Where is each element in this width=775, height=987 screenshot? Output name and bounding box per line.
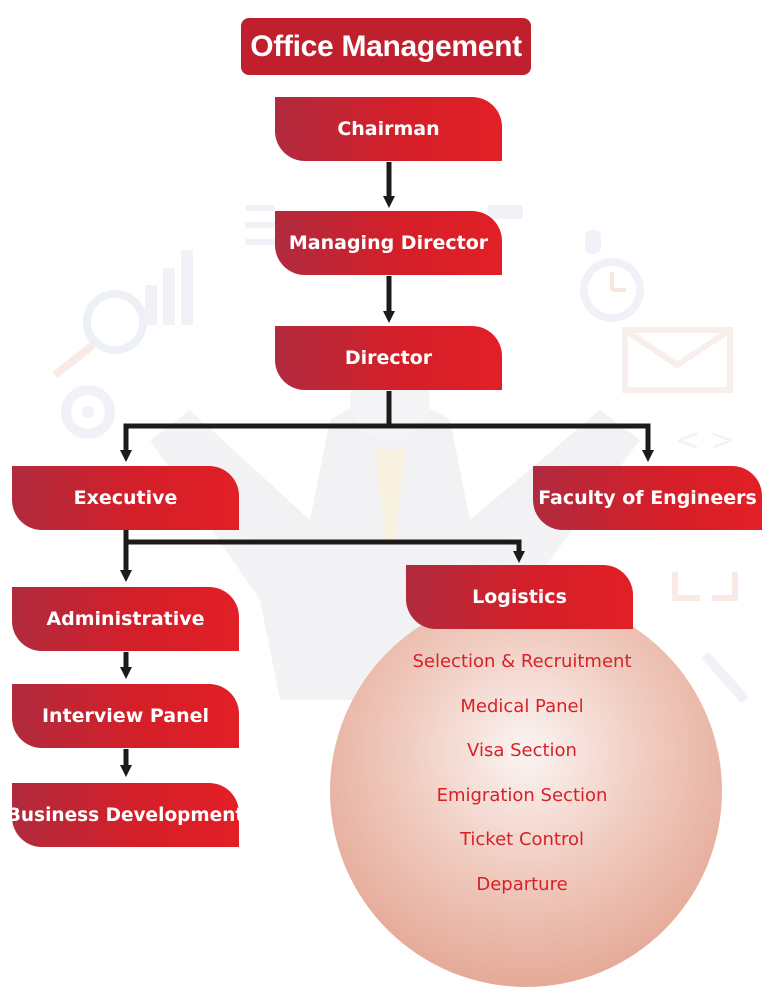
gear-icon xyxy=(61,385,115,439)
envelope-icon xyxy=(622,327,733,393)
page-title: Office Management xyxy=(241,18,531,75)
connector-branch-faculty xyxy=(389,423,654,462)
node-interview-panel: Interview Panel xyxy=(12,684,239,748)
logistics-unit: Emigration Section xyxy=(436,784,608,806)
code-brackets-icon: < > xyxy=(675,423,735,458)
logistics-unit: Medical Panel xyxy=(460,695,584,717)
node-managing-director: Managing Director xyxy=(275,211,502,275)
magnifier-icon xyxy=(83,290,147,354)
node-administrative: Administrative xyxy=(12,587,239,651)
logistics-unit-list: Selection & Recruitment Medical Panel Vi… xyxy=(330,640,714,907)
logistics-unit: Ticket Control xyxy=(459,829,585,850)
node-faculty-of-engineers: Faculty of Engineers xyxy=(533,466,762,530)
logistics-unit: Visa Section xyxy=(467,740,577,761)
clock-icon xyxy=(580,258,644,322)
businessman-silhouette-icon xyxy=(150,400,640,700)
node-chairman: Chairman xyxy=(275,97,502,161)
node-director: Director xyxy=(275,326,502,390)
logistics-unit: Selection & Recruitment xyxy=(412,651,632,672)
node-executive: Executive xyxy=(12,466,239,530)
connector-branch-executive xyxy=(120,423,389,462)
node-logistics: Logistics xyxy=(406,565,633,629)
logistics-circle xyxy=(330,595,722,987)
node-business-development: Business Development xyxy=(7,783,244,847)
bar-chart-icon xyxy=(145,285,157,325)
logistics-unit: Departure xyxy=(476,873,568,895)
connector-executive-logistics xyxy=(126,539,525,563)
